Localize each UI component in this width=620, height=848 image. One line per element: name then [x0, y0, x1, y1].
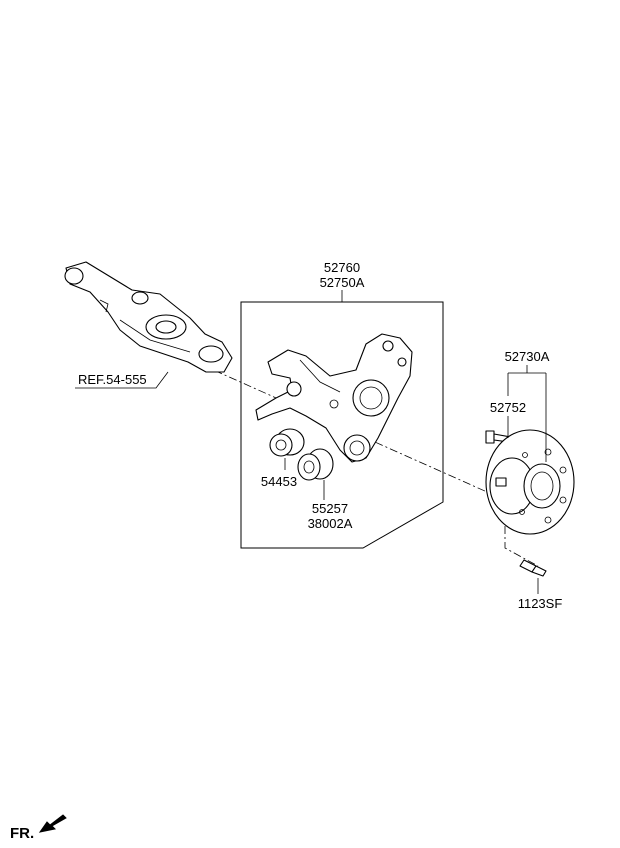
knuckle: [255, 333, 413, 463]
bushing-large: [297, 448, 334, 481]
label-front: FR.: [10, 825, 34, 842]
knuckle-group-frame: [240, 301, 444, 549]
label-bushing-large-a: 55257: [312, 501, 348, 516]
label-knuckle-part-a: 52760: [324, 260, 360, 275]
leader-hub-bracket: [507, 365, 547, 462]
label-hub-bolt: 52752: [490, 400, 526, 415]
lower-control-arm: [64, 261, 233, 373]
bushing-small: [269, 428, 305, 457]
hub-mount-bolt: [519, 559, 547, 577]
label-bushing-large-b: 38002A: [308, 516, 353, 531]
wheel-hub: [485, 429, 575, 535]
label-knuckle-part-b: 52750A: [320, 275, 365, 290]
label-mount-bolt: 1123SF: [518, 596, 563, 611]
leader-reference: [75, 371, 169, 389]
label-bushing-small: 54453: [261, 474, 297, 489]
label-hub-assembly: 52730A: [505, 349, 550, 364]
label-reference: REF.54-555: [78, 372, 147, 387]
arrow-left-down-icon: [38, 814, 67, 833]
